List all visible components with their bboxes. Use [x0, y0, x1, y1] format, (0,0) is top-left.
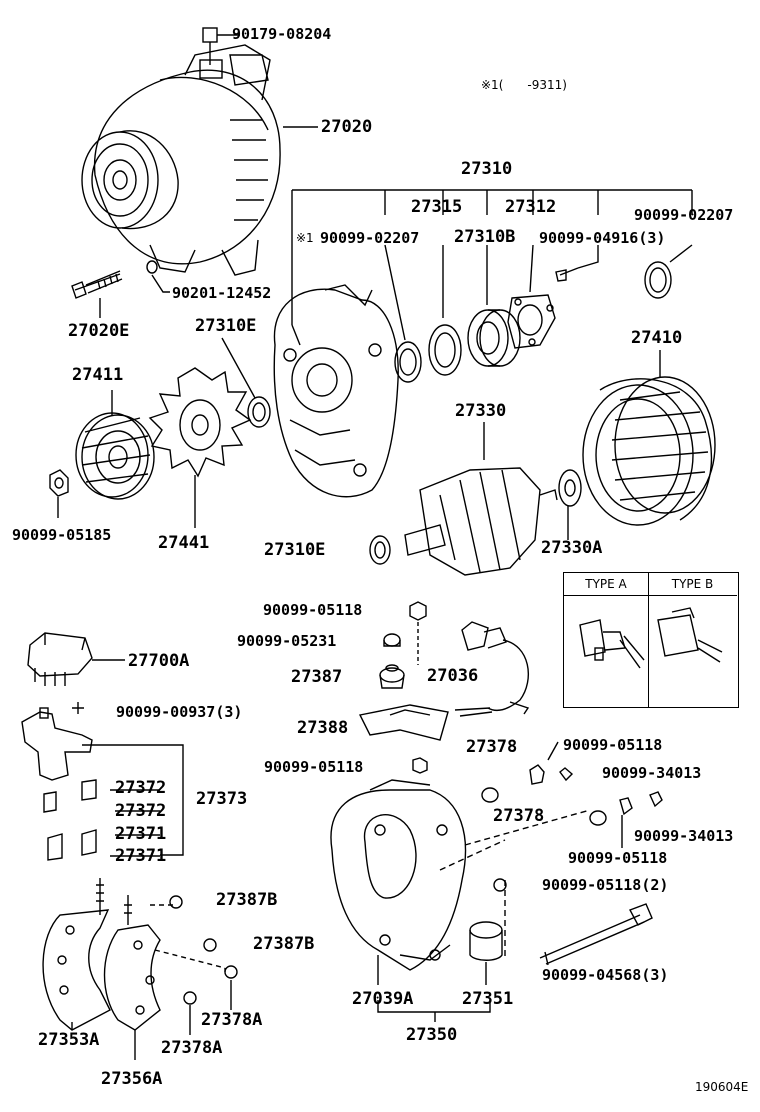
sensor-harness-illustration — [454, 621, 530, 717]
part-label[interactable]: 90099-05118 — [264, 758, 364, 776]
part-label[interactable]: 27378 — [466, 737, 518, 757]
part-label[interactable]: 27315 — [411, 197, 463, 217]
part-label[interactable]: 90099-00937(3) — [116, 703, 243, 721]
part-label[interactable]: 90099-04568(3) — [542, 966, 669, 984]
table-divider — [648, 573, 649, 707]
stator-illustration — [582, 350, 716, 526]
part-label[interactable]: 27020E — [68, 321, 130, 341]
part-label[interactable]: 90099-05118 — [263, 601, 363, 619]
terminal-nuts-illustration — [358, 601, 449, 774]
part-label[interactable]: 90099-34013 — [634, 827, 734, 845]
type-a-header: TYPE A — [564, 573, 648, 596]
part-label[interactable]: 90099-04916(3) — [539, 229, 666, 247]
part-label[interactable]: 27378 — [493, 806, 545, 826]
diagram-code: 190604E — [695, 1080, 749, 1094]
part-label[interactable]: 27411 — [72, 365, 124, 385]
note-mark: ※1 — [296, 231, 314, 245]
rectifier-illustration — [42, 878, 238, 1060]
part-label[interactable]: 90099-05231 — [237, 632, 337, 650]
drive-end-frame-illustration — [273, 284, 399, 498]
rotor-illustration — [369, 422, 582, 576]
part-label[interactable]: 90099-05118 — [568, 849, 668, 867]
part-label[interactable]: 27020 — [321, 117, 373, 137]
part-label[interactable]: 27310B — [454, 227, 516, 247]
bolt-27020e-illustration — [71, 260, 170, 318]
part-label[interactable]: 27310E — [195, 316, 257, 336]
part-label[interactable]: 27312 — [505, 197, 557, 217]
part-label[interactable]: 27356A — [101, 1069, 163, 1089]
part-label[interactable]: 90201-12452 — [172, 284, 272, 302]
seal-rings-illustration — [394, 261, 672, 383]
part-label[interactable]: 27387B — [253, 934, 315, 954]
part-label[interactable]: 27378A — [201, 1010, 263, 1030]
part-label[interactable]: 27350 — [406, 1025, 458, 1045]
part-label[interactable]: 27330 — [455, 401, 507, 421]
part-label[interactable]: 27387B — [216, 890, 278, 910]
part-label[interactable]: 27036 — [427, 666, 479, 686]
bracket-27310 — [291, 189, 693, 341]
part-label[interactable]: 27387 — [291, 667, 343, 687]
part-label[interactable]: 90099-02207 — [320, 229, 420, 247]
part-label[interactable]: 27388 — [297, 718, 349, 738]
part-label[interactable]: 27330A — [541, 538, 603, 558]
part-label[interactable]: 27310E — [264, 540, 326, 560]
connector-type-table: TYPE A TYPE B — [563, 572, 739, 708]
part-label[interactable]: 27353A — [38, 1030, 100, 1050]
part-label[interactable]: 27372 — [115, 778, 167, 798]
part-label[interactable]: 27039A — [352, 989, 414, 1009]
part-label[interactable]: 90099-05185 — [12, 526, 112, 544]
part-label[interactable]: 27441 — [158, 533, 210, 553]
part-label[interactable]: 27351 — [462, 989, 514, 1009]
note-text: ※1( -9311) — [481, 78, 567, 92]
part-label[interactable]: 27371 — [115, 846, 167, 866]
part-label[interactable]: 90099-34013 — [602, 764, 702, 782]
brush-holder-illustration — [21, 702, 184, 861]
regulator-illustration — [27, 632, 125, 686]
part-label[interactable]: 27310 — [461, 159, 513, 179]
part-label[interactable]: 27373 — [196, 789, 248, 809]
rear-frame-illustration — [330, 741, 663, 1022]
part-label[interactable]: 27378A — [161, 1038, 223, 1058]
part-label[interactable]: 27700A — [128, 651, 190, 671]
part-label[interactable]: 90099-05118(2) — [542, 876, 669, 894]
alternator-assembly-illustration — [81, 27, 318, 276]
part-label[interactable]: 90179-08204 — [232, 25, 332, 43]
connector-type-images — [579, 607, 723, 669]
part-label[interactable]: 90099-05118 — [563, 736, 663, 754]
part-label[interactable]: 27410 — [631, 328, 683, 348]
part-label[interactable]: 90099-02207 — [634, 206, 734, 224]
part-label[interactable]: 27372 — [115, 801, 167, 821]
part-label[interactable]: 27371 — [115, 824, 167, 844]
type-b-header: TYPE B — [648, 573, 737, 596]
pulley-fan-illustration — [49, 337, 271, 528]
